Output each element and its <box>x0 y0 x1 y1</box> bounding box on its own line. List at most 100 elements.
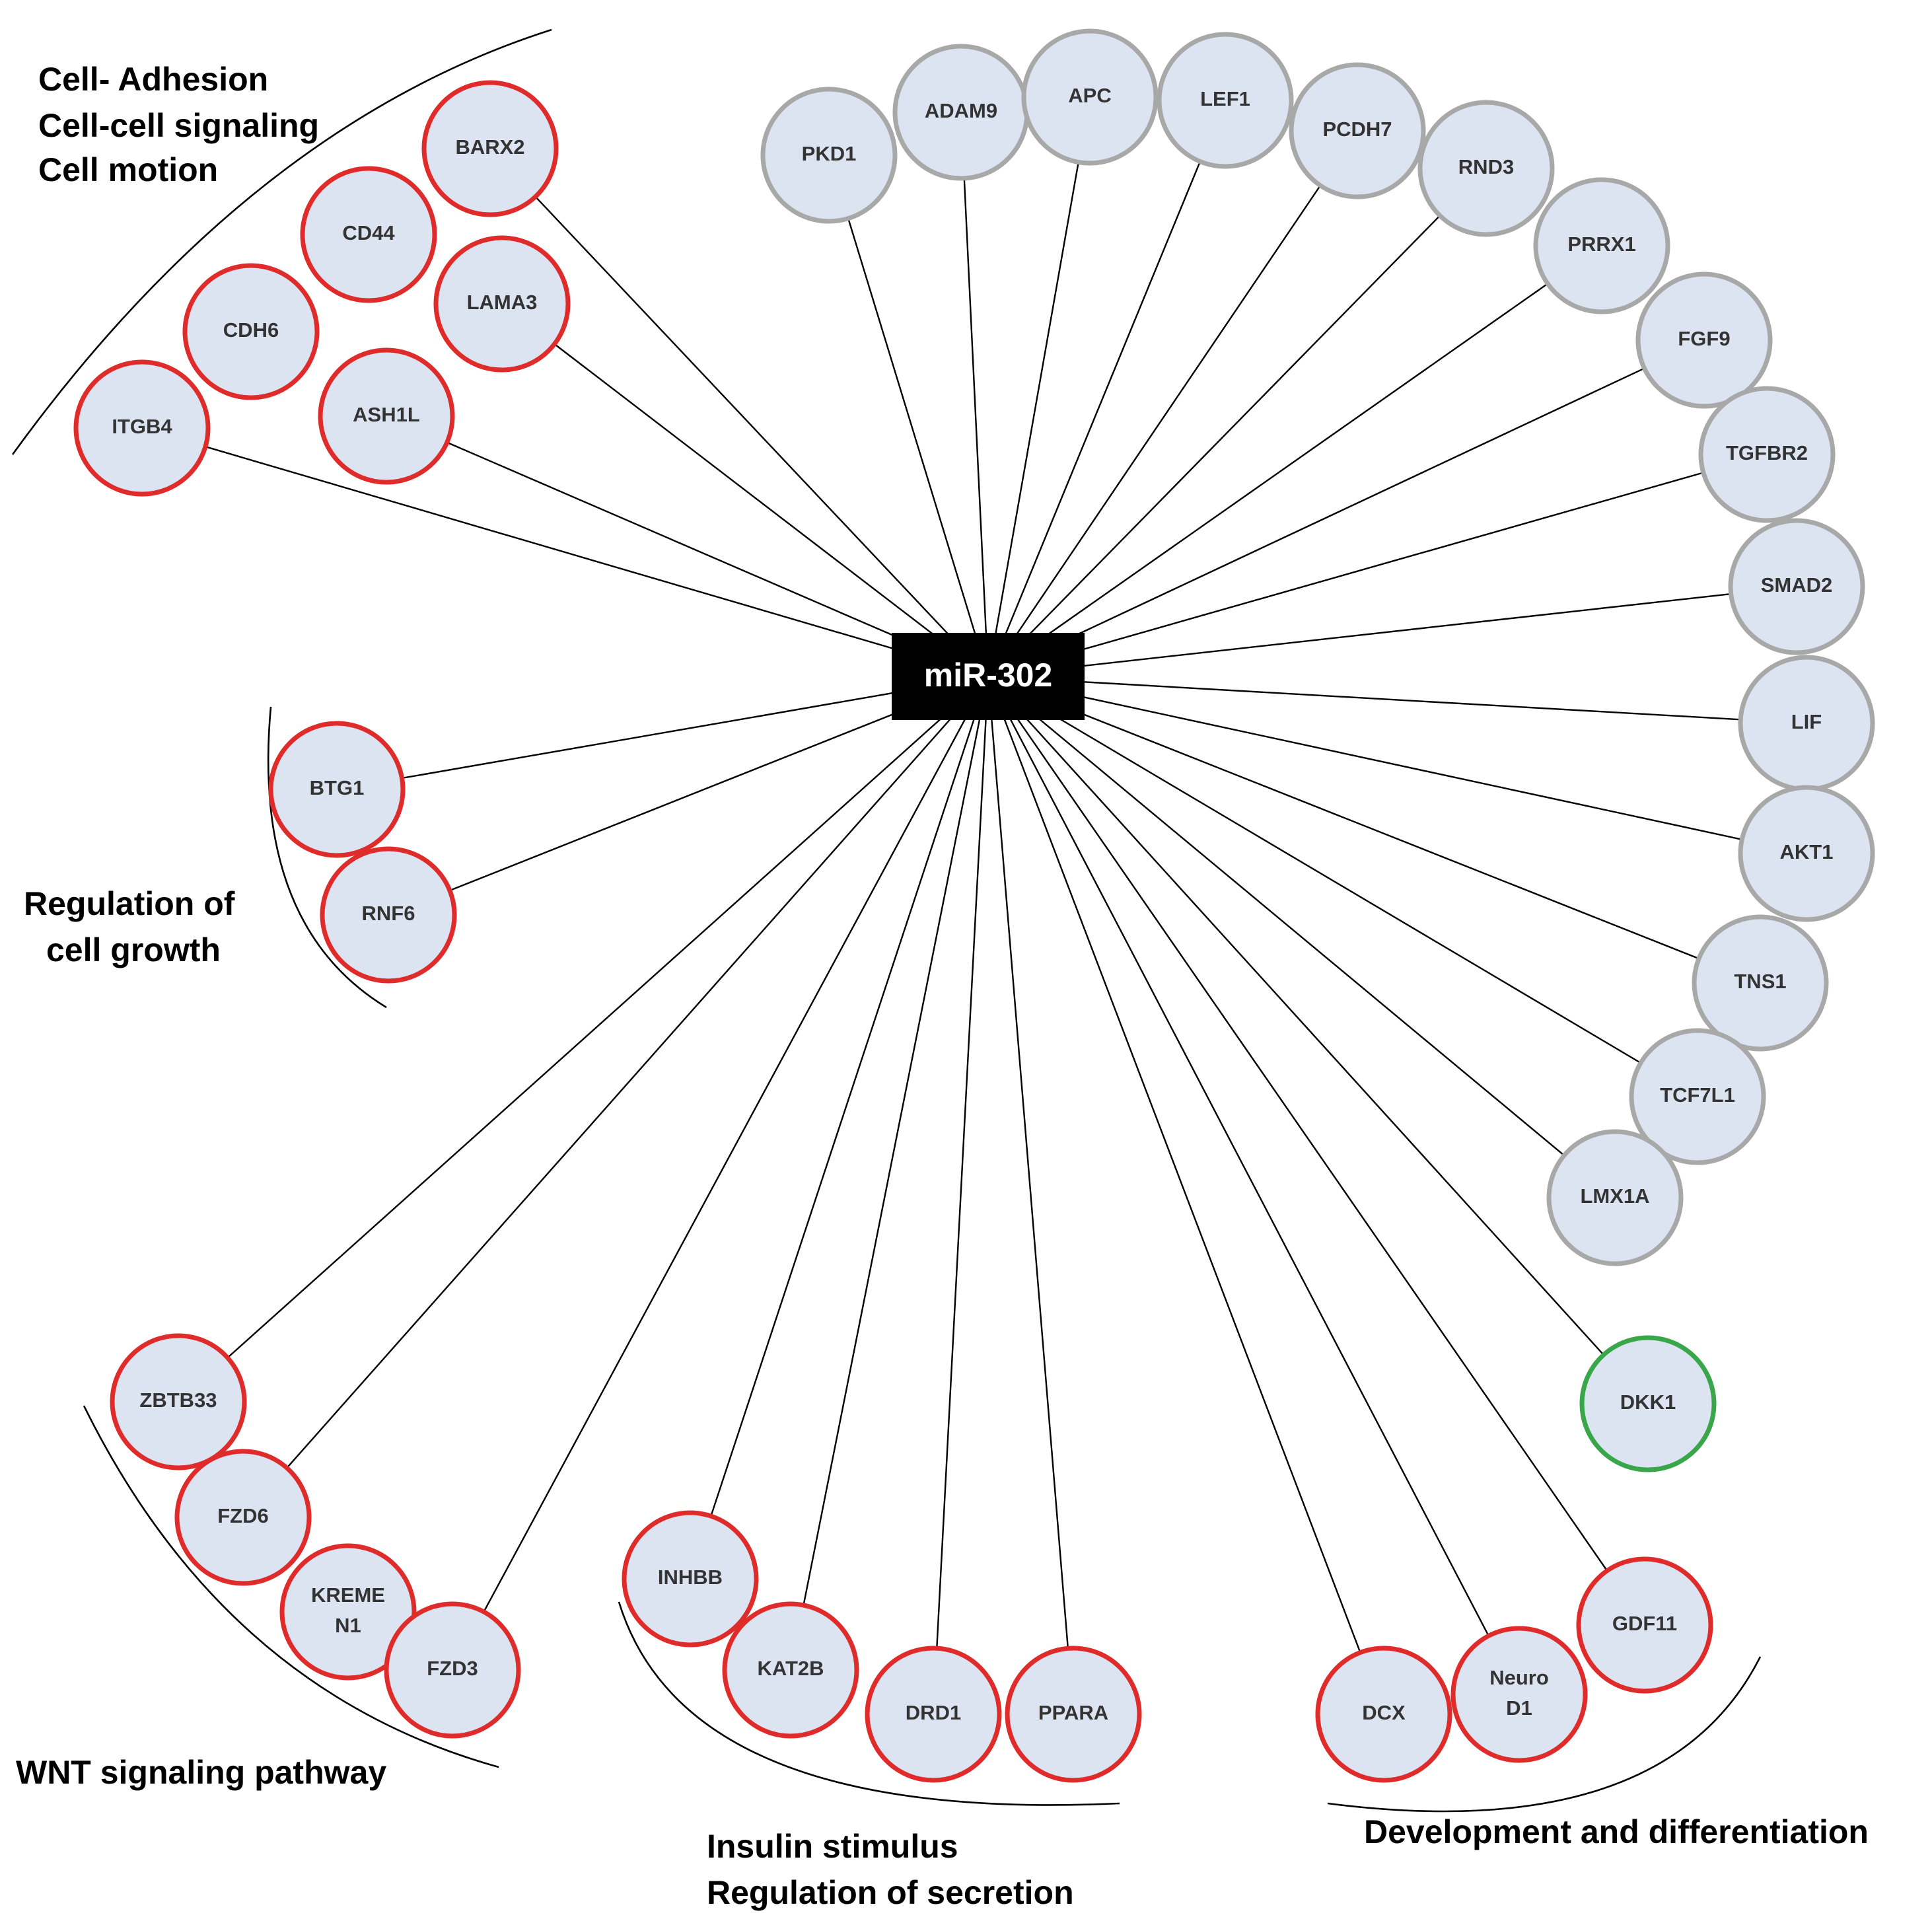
node-label-kremen1-2: N1 <box>335 1614 361 1637</box>
node-label-pkd1: PKD1 <box>802 142 857 165</box>
center-node-mir302[interactable]: miR-302 <box>892 633 1085 720</box>
edge-mir302-lef1 <box>987 162 1201 677</box>
edges <box>206 162 1741 1652</box>
node-drd1[interactable]: DRD1 <box>865 1646 1002 1783</box>
node-circle-neurod1 <box>1450 1626 1588 1763</box>
edge-mir302-lama3 <box>555 344 989 677</box>
node-lef1[interactable]: LEF1 <box>1157 32 1294 169</box>
node-label-lif: LIF <box>1791 710 1822 733</box>
node-label-akt1: AKT1 <box>1780 840 1834 863</box>
node-label-dcx: DCX <box>1362 1701 1406 1724</box>
edge-mir302-gdf11 <box>987 676 1607 1570</box>
node-label-cd44: CD44 <box>342 221 395 244</box>
node-btg1[interactable]: BTG1 <box>268 721 406 858</box>
node-circle-fzd6 <box>174 1449 312 1586</box>
node-dkk1[interactable]: DKK1 <box>1579 1335 1717 1472</box>
group-label-wnt: WNT signaling pathway <box>16 1754 386 1791</box>
edge-mir302-tns1 <box>987 675 1698 959</box>
edge-mir302-dkk1 <box>987 676 1604 1355</box>
node-tcf7l1[interactable]: TCF7L1 <box>1629 1028 1766 1165</box>
node-lmx1a[interactable]: LMX1A <box>1546 1129 1684 1266</box>
node-circle-tcf7l1 <box>1629 1028 1766 1165</box>
node-rnd3[interactable]: RND3 <box>1417 100 1555 237</box>
node-circle-lmx1a <box>1546 1129 1684 1266</box>
node-ash1l[interactable]: ASH1L <box>318 347 455 485</box>
node-ppara[interactable]: PPARA <box>1005 1646 1142 1783</box>
node-pkd1[interactable]: PKD1 <box>760 87 898 224</box>
node-label-barx2: BARX2 <box>455 135 524 159</box>
edge-mir302-ppara <box>987 676 1069 1648</box>
node-pcdh7[interactable]: PCDH7 <box>1289 62 1426 199</box>
edge-mir302-fzd3 <box>483 676 989 1611</box>
group-labels: Cell- Adhesion Cell-cell signaling Cell … <box>16 61 1869 1911</box>
node-circle-kat2b <box>722 1601 859 1739</box>
node-inhbb[interactable]: INHBB <box>622 1510 759 1648</box>
node-label-itgb4: ITGB4 <box>112 415 172 438</box>
node-circle-itgb4 <box>73 359 211 497</box>
group-label-cell-adhesion-line1: Cell- Adhesion <box>38 61 268 98</box>
node-cdh6[interactable]: CDH6 <box>182 263 320 400</box>
node-akt1[interactable]: AKT1 <box>1738 785 1875 922</box>
arc-wnt <box>83 1405 499 1768</box>
node-label-neurod1-2: D1 <box>1506 1696 1532 1720</box>
node-circle-drd1 <box>865 1646 1002 1783</box>
edge-mir302-fzd6 <box>287 676 989 1468</box>
group-label-cell-adhesion-line3: Cell motion <box>38 151 218 188</box>
node-circle-btg1 <box>268 721 406 858</box>
arc-development <box>1327 1656 1762 1813</box>
node-circle-dcx <box>1315 1646 1452 1783</box>
node-label-kat2b: KAT2B <box>757 1657 824 1680</box>
node-fzd3[interactable]: FZD3 <box>384 1601 521 1739</box>
node-circle-fzd3 <box>384 1601 521 1739</box>
node-circle-pcdh7 <box>1289 62 1426 199</box>
node-circle-inhbb <box>622 1510 759 1648</box>
node-apc[interactable]: APC <box>1021 28 1159 166</box>
node-circle-ash1l <box>318 347 455 485</box>
edge-mir302-apc <box>987 163 1079 677</box>
node-label-neurod1-1: Neuro <box>1489 1666 1549 1689</box>
node-lama3[interactable]: LAMA3 <box>433 235 571 373</box>
node-adam9[interactable]: ADAM9 <box>892 44 1030 181</box>
node-circle-rnd3 <box>1417 100 1555 237</box>
edge-mir302-prrx1 <box>987 283 1548 677</box>
node-label-prrx1: PRRX1 <box>1567 233 1635 256</box>
node-circle-ppara <box>1005 1646 1142 1783</box>
node-fzd6[interactable]: FZD6 <box>174 1449 312 1586</box>
edge-mir302-lmx1a <box>987 676 1564 1155</box>
node-tns1[interactable]: TNS1 <box>1692 914 1829 1052</box>
node-kat2b[interactable]: KAT2B <box>722 1601 859 1739</box>
node-circle-barx2 <box>421 80 559 217</box>
node-tgfbr2[interactable]: TGFBR2 <box>1698 386 1836 523</box>
arc-cell-adhesion <box>11 28 552 455</box>
node-label-kremen1-1: KREME <box>311 1583 385 1607</box>
node-label-fzd3: FZD3 <box>427 1657 478 1680</box>
node-prrx1[interactable]: PRRX1 <box>1533 177 1670 314</box>
node-circle-smad2 <box>1728 518 1865 655</box>
node-circle-tgfbr2 <box>1698 386 1836 523</box>
node-label-lama3: LAMA3 <box>467 291 538 314</box>
center-node-label: miR-302 <box>924 657 1053 694</box>
node-dcx[interactable]: DCX <box>1315 1646 1452 1783</box>
edge-mir302-akt1 <box>987 675 1741 840</box>
node-label-gdf11: GDF11 <box>1612 1612 1677 1635</box>
node-lif[interactable]: LIF <box>1738 655 1875 792</box>
node-zbtb33[interactable]: ZBTB33 <box>110 1333 247 1470</box>
node-cd44[interactable]: CD44 <box>300 166 437 303</box>
node-fgf9[interactable]: FGF9 <box>1635 272 1773 409</box>
node-barx2[interactable]: BARX2 <box>421 80 559 217</box>
node-label-drd1: DRD1 <box>906 1701 961 1724</box>
node-circle-cdh6 <box>182 263 320 400</box>
edge-mir302-btg1 <box>403 675 989 779</box>
node-gdf11[interactable]: GDF11 <box>1576 1556 1713 1694</box>
edge-mir302-kat2b <box>803 676 989 1605</box>
node-smad2[interactable]: SMAD2 <box>1728 518 1865 655</box>
edge-mir302-dcx <box>987 676 1361 1652</box>
node-circle-lef1 <box>1157 32 1294 169</box>
node-itgb4[interactable]: ITGB4 <box>73 359 211 497</box>
node-kremen1[interactable]: KREME N1 <box>279 1543 417 1681</box>
node-label-lmx1a: LMX1A <box>1580 1184 1649 1208</box>
node-rnf6[interactable]: RNF6 <box>320 846 457 984</box>
group-label-cell-growth-line1: Regulation of <box>24 885 235 922</box>
